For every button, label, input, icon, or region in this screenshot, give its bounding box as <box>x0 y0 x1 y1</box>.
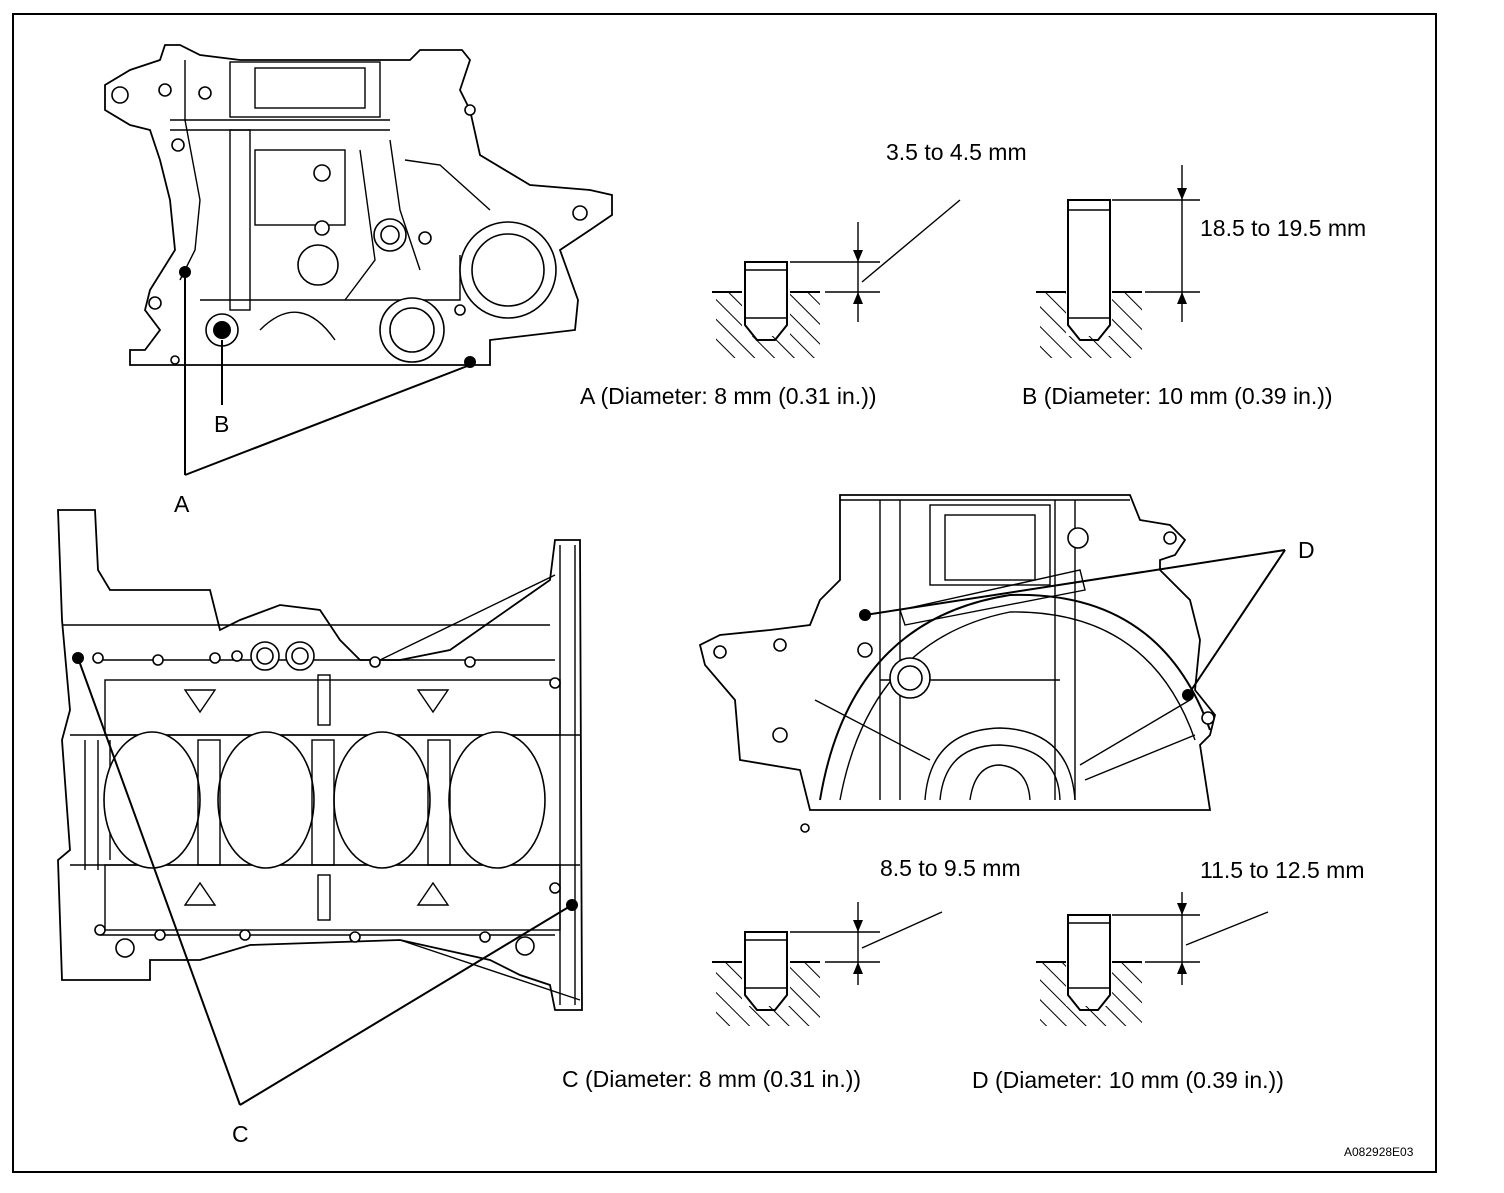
figure-code: A082928E03 <box>1344 1145 1414 1159</box>
label-d-rear: D <box>1298 537 1315 563</box>
border <box>12 13 1437 1173</box>
dimension-c: 8.5 to 9.5 mm <box>880 855 1021 881</box>
dimension-d: 11.5 to 12.5 mm <box>1200 857 1365 883</box>
dimension-b: 18.5 to 19.5 mm <box>1200 215 1366 241</box>
side-view-block <box>57 509 583 1106</box>
label-a-front: A <box>174 491 190 517</box>
pin-a-detail <box>712 199 961 358</box>
rear-view-block <box>698 494 1286 833</box>
caption-c: C (Diameter: 8 mm (0.31 in.)) <box>562 1066 861 1092</box>
front-view-block <box>104 44 613 476</box>
label-b-front: B <box>214 411 229 437</box>
caption-a: A (Diameter: 8 mm (0.31 in.)) <box>580 383 877 409</box>
pin-b-detail <box>1036 165 1200 358</box>
dimension-a: 3.5 to 4.5 mm <box>886 139 1027 165</box>
caption-d: D (Diameter: 10 mm (0.39 in.)) <box>972 1067 1284 1093</box>
pin-c-detail <box>712 902 943 1026</box>
caption-b: B (Diameter: 10 mm (0.39 in.)) <box>1022 383 1333 409</box>
label-c-side: C <box>232 1121 249 1147</box>
pin-d-detail <box>1036 892 1269 1026</box>
